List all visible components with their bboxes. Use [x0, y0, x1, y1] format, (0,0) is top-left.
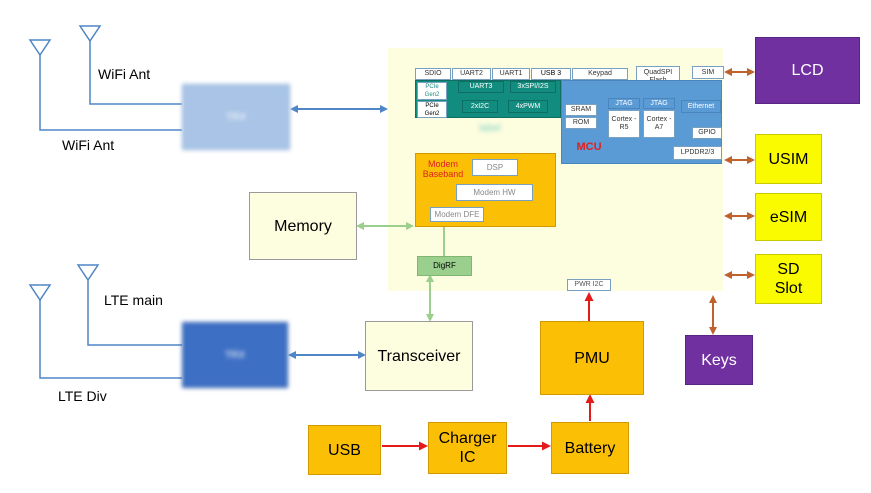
- wifi-ant-label-1: WiFi Ant: [98, 66, 151, 82]
- mcu-lpddr: LPDDR2/3: [673, 146, 722, 160]
- if-pwm: 4xPWM: [508, 100, 548, 113]
- mcu-cortex-a7: Cortex -A7: [643, 110, 675, 138]
- mcu-jtag-1: JTAG: [608, 98, 640, 109]
- wifi-chip: TRX: [182, 84, 290, 150]
- sd-slot-block: SD Slot: [755, 254, 822, 304]
- usb-block: USB: [308, 425, 381, 475]
- mcu-label: MCU: [576, 141, 602, 153]
- lte-div-label: LTE Div: [58, 388, 107, 404]
- battery-block: Battery: [551, 422, 629, 474]
- if-uart2: UART2: [452, 68, 491, 80]
- if-spi-i2s: 3xSPI/I2S: [510, 81, 556, 93]
- mcu-jtag-2: JTAG: [643, 98, 675, 109]
- if-keypad: Keypad: [572, 68, 628, 80]
- esim-block: eSIM: [755, 193, 822, 241]
- mcu-rom: ROM: [565, 117, 597, 129]
- mcu-cortex-r5: Cortex -R5: [608, 110, 640, 138]
- transceiver-block: Transceiver: [365, 321, 473, 391]
- sd-line-1: SD: [777, 261, 800, 278]
- sd-line-2: Slot: [774, 280, 803, 297]
- pwr-i2c-block: PWR I2C: [567, 279, 611, 291]
- charger-line-1: Charger: [438, 430, 497, 447]
- modem-dfe: Modem DFE: [430, 207, 484, 222]
- lcd-block: LCD: [755, 37, 860, 104]
- mcu-ethernet: Ethernet: [681, 100, 721, 113]
- modem-baseband-label: Modem Baseband: [422, 159, 464, 179]
- mcu-sram: SRAM: [565, 104, 597, 116]
- mcu-gpio: GPIO: [692, 127, 722, 139]
- if-usb3: USB 3: [531, 68, 571, 80]
- if-uart1: UART1: [492, 68, 530, 80]
- wifi-antenna-icon: [28, 25, 182, 131]
- keys-block: Keys: [685, 335, 753, 385]
- modem-dsp: DSP: [472, 159, 518, 176]
- lte-chip: TRX: [182, 322, 288, 388]
- pmu-block: PMU: [540, 321, 644, 395]
- lte-main-label: LTE main: [104, 292, 163, 308]
- if-pcie-a: PCIe Gen2: [417, 82, 447, 100]
- if-pcie-b: PCIe Gen2: [417, 101, 447, 118]
- usim-block: USIM: [755, 134, 822, 184]
- modem-hw: Modem HW: [456, 184, 533, 201]
- if-sdio: SDIO: [415, 68, 451, 80]
- digrf-block: DigRF: [417, 256, 472, 276]
- if-sim: SIM: [692, 66, 724, 79]
- charger-ic-block: Charger IC: [428, 422, 507, 474]
- memory-block: Memory: [249, 192, 357, 260]
- if-uart3: UART3: [458, 81, 504, 93]
- lte-antenna-icon: [28, 264, 182, 379]
- charger-line-2: IC: [459, 449, 476, 466]
- teal-blurred-label: label: [479, 122, 501, 134]
- if-i2c: 2xI2C: [462, 100, 498, 113]
- wifi-ant-label-2: WiFi Ant: [62, 137, 115, 153]
